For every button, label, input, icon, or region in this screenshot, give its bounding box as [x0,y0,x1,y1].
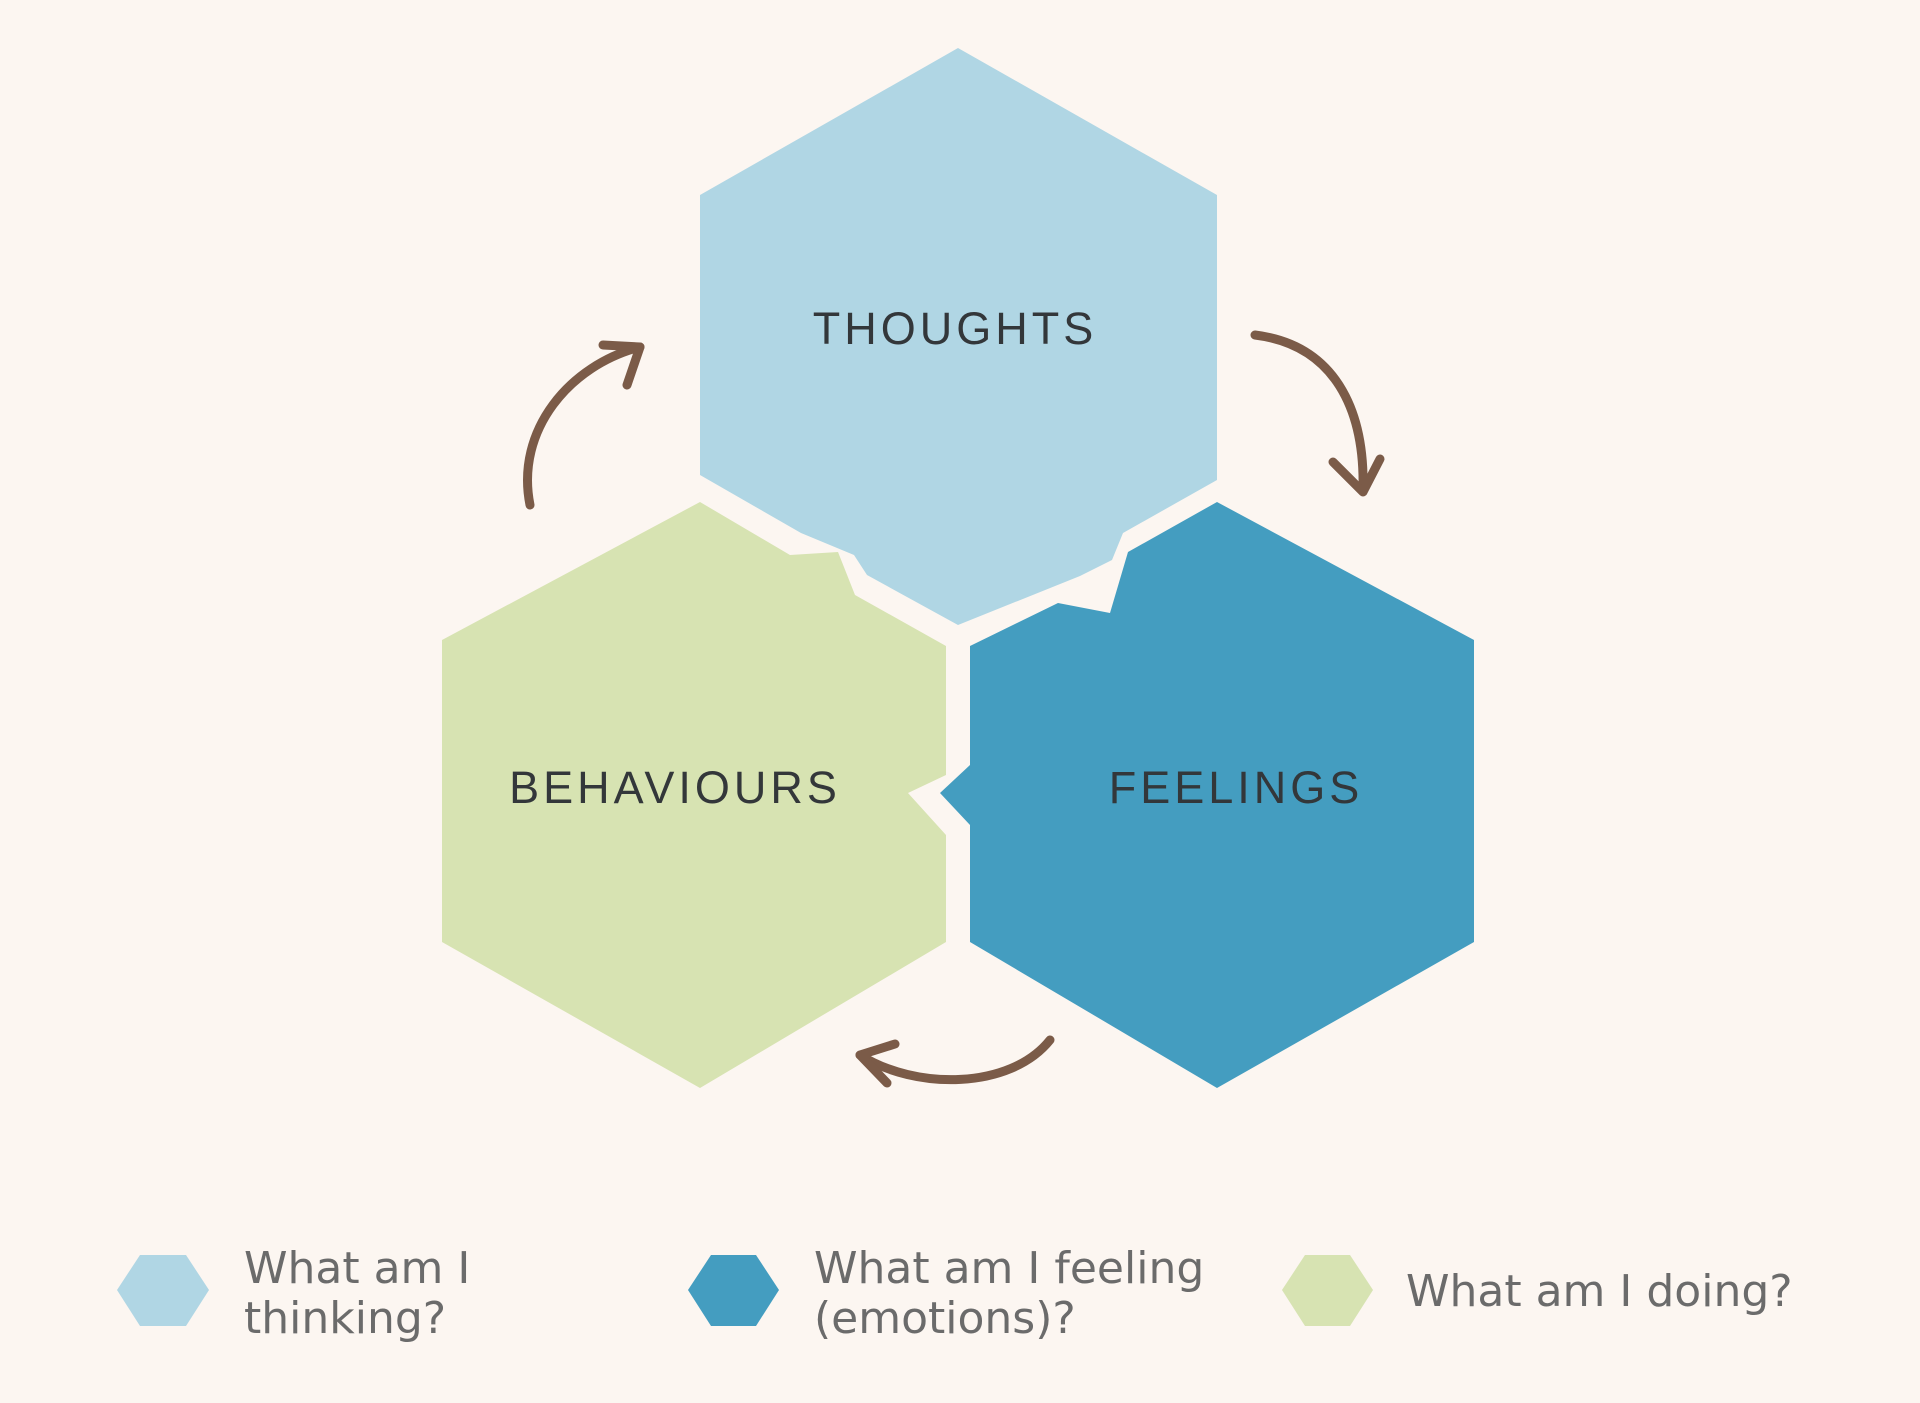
legend-label-feelings-line1: What am I feeling [814,1243,1204,1294]
behaviours-label: BEHAVIOURS [509,762,841,813]
legend-label-thoughts-line1: What am I [244,1243,470,1294]
feelings-hexagon [940,502,1474,1088]
legend-item-feelings: What am I feeling (emotions)? [688,1243,1204,1344]
arrow-behaviours-to-thoughts [523,340,645,510]
behaviours-hexagon [442,502,946,1088]
legend-label-thoughts-line2: thinking? [244,1293,446,1344]
legend: What am I thinking? What am I feeling (e… [117,1243,1793,1344]
legend-label-behaviours: What am I doing? [1406,1266,1793,1317]
legend-swatch-thoughts [117,1255,209,1326]
legend-item-behaviours: What am I doing? [1282,1255,1793,1326]
legend-label-feelings-line2: (emotions)? [814,1293,1076,1344]
legend-swatch-behaviours [1282,1255,1373,1326]
thoughts-hexagon [700,48,1217,625]
feelings-label: FEELINGS [1109,762,1364,813]
arrow-thoughts-to-feelings [1250,330,1385,497]
legend-item-thoughts: What am I thinking? [117,1243,470,1344]
legend-swatch-feelings [688,1255,779,1326]
thoughts-label: THOUGHTS [813,303,1098,354]
arrow-feelings-to-behaviours [855,1035,1055,1088]
